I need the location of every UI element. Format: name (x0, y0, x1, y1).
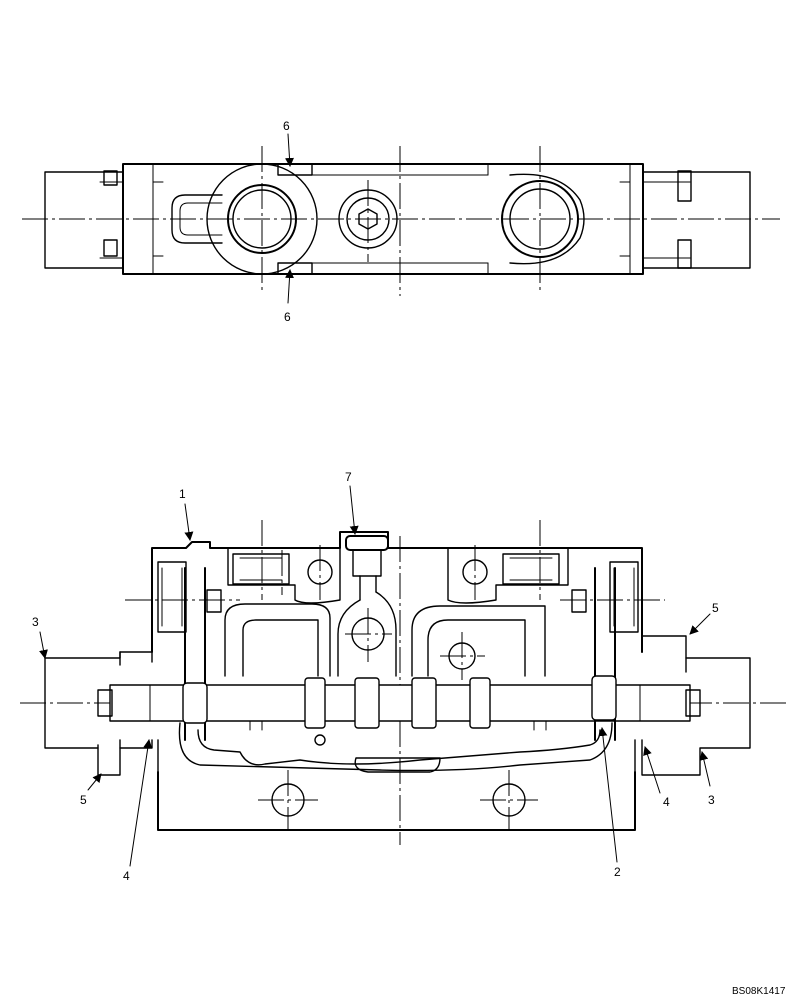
section-view: 1 7 3 5 5 3 4 2 4 (20, 470, 788, 883)
callout-5-left: 5 (80, 793, 87, 807)
callout-1: 1 (179, 487, 186, 501)
callout-4-right: 4 (663, 795, 670, 809)
callout-3-left: 3 (32, 615, 39, 629)
callout-5-right: 5 (712, 601, 719, 615)
callout-7: 7 (345, 470, 352, 484)
callout-6-upper: 6 (283, 119, 290, 133)
callout-2: 2 (614, 865, 621, 879)
callout-6-lower: 6 (284, 310, 291, 324)
callout-3-right: 3 (708, 793, 715, 807)
top-view: 6 6 (22, 119, 780, 324)
reference-code: BS08K1417 (732, 986, 786, 997)
callout-4-left: 4 (123, 869, 130, 883)
